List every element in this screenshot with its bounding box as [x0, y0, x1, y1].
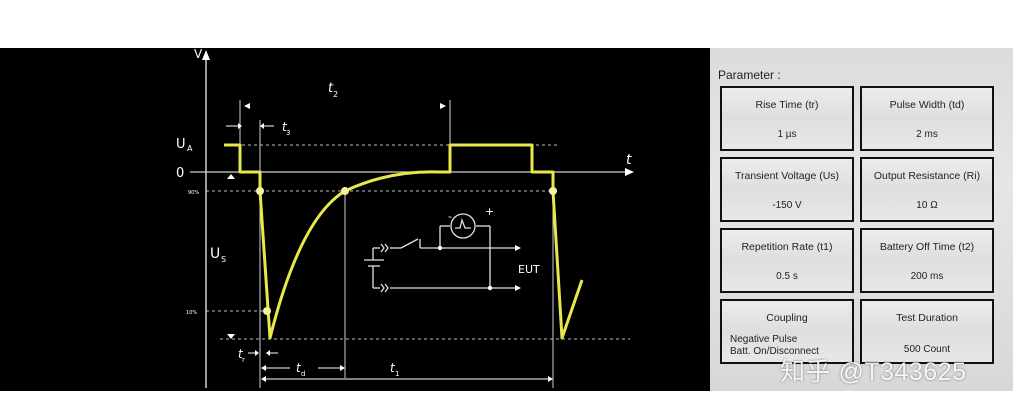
param-value: -150 V [772, 200, 802, 211]
param-value: 2 ms [916, 129, 938, 140]
param-label: Battery Off Time (t2) [879, 241, 975, 253]
svg-text:A: A [187, 144, 193, 153]
coupling-line-1: Negative Pulse [730, 334, 798, 345]
param-repetition-rate: Repetition Rate (t1) 0.5 s [720, 228, 854, 293]
source-minus-label: - [448, 210, 452, 223]
param-battery-off-time: Battery Off Time (t2) 200 ms [860, 228, 994, 293]
eut-label: EUT [518, 263, 540, 276]
t1-label: t [390, 361, 396, 375]
pulse-waveform-svg: V t U A 0 U S 90% 10% t 2 t 3 t r t d t … [176, 48, 634, 388]
param-label: Test Duration [896, 312, 958, 324]
td-label: t [296, 361, 302, 375]
parameter-title: Parameter : [718, 68, 781, 82]
param-value: 1 µs [777, 129, 797, 140]
svg-text:d: d [301, 370, 305, 378]
source-plus-label: + [485, 205, 494, 218]
v-axis-label: V [194, 48, 203, 61]
param-test-duration: Test Duration 500 Count [860, 299, 994, 364]
t3-label: t [282, 120, 288, 134]
pct90-label: 90% [188, 190, 199, 196]
parameter-panel: Parameter : Rise Time (tr) 1 µs Pulse Wi… [710, 48, 1013, 391]
t-axis-arrow-icon [625, 168, 634, 176]
watermark: 知乎 @T343625 [780, 358, 967, 386]
param-label: Coupling [766, 312, 808, 324]
param-label: Transient Voltage (Us) [734, 170, 840, 182]
zero-label: 0 [176, 166, 184, 181]
pulse-waveform [224, 143, 584, 340]
us-label: U [210, 246, 220, 262]
param-transient-voltage: Transient Voltage (Us) -150 V [720, 157, 854, 222]
param-label: Repetition Rate (t1) [741, 241, 833, 253]
param-value: 500 Count [903, 344, 951, 355]
param-value: Negative Pulse Batt. On/Disconnect [730, 334, 852, 358]
t-axis-label: t [626, 152, 632, 168]
param-label: Rise Time (tr) [755, 99, 819, 111]
param-pulse-width: Pulse Width (td) 2 ms [860, 86, 994, 151]
waveform-diagram: V t U A 0 U S 90% 10% t 2 t 3 t r t d t … [0, 48, 710, 391]
param-value: 200 ms [910, 271, 944, 282]
coupling-line-2: Batt. On/Disconnect [730, 346, 819, 357]
pct10-label: 10% [186, 310, 197, 316]
param-label: Output Resistance (Ri) [873, 170, 981, 182]
svg-text:2: 2 [333, 90, 338, 99]
param-label: Pulse Width (td) [889, 99, 965, 111]
svg-text:1: 1 [395, 370, 399, 378]
svg-text:r: r [242, 356, 245, 364]
param-value: 0.5 s [776, 271, 798, 282]
test-circuit [364, 213, 515, 293]
tr-label: t [238, 347, 244, 361]
param-rise-time: Rise Time (tr) 1 µs [720, 86, 854, 151]
v-axis-arrow-icon [202, 50, 210, 60]
param-output-resistance: Output Resistance (Ri) 10 Ω [860, 157, 994, 222]
svg-text:S: S [221, 255, 226, 264]
svg-text:3: 3 [286, 129, 290, 137]
param-value: 10 Ω [916, 200, 938, 211]
param-coupling: Coupling Negative Pulse Batt. On/Disconn… [720, 299, 854, 364]
t2-label: t [328, 81, 334, 96]
ua-label: U [176, 137, 186, 152]
